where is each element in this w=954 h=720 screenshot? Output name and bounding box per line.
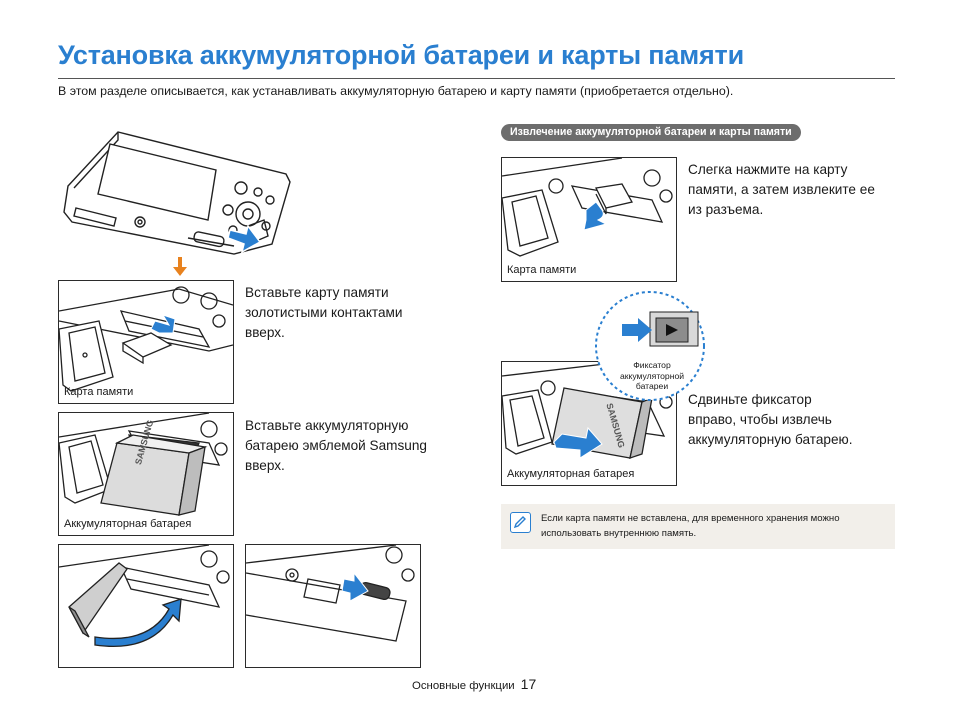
camera-overview-illustration — [58, 126, 298, 266]
page-footer: Основные функции 17 — [412, 676, 536, 692]
battery-lock-label: Фиксатор аккумуляторной батареи — [619, 360, 685, 391]
install-step2-text: Вставьте аккумуляторную батарею эмблемой… — [245, 418, 427, 473]
lock-arrow-icon — [341, 571, 369, 602]
insert-card-caption: Карта памяти — [64, 386, 134, 398]
blue-slide-arrow-icon — [227, 224, 262, 254]
remove-card-caption: Карта памяти — [507, 264, 577, 276]
orange-down-arrow-icon — [172, 257, 188, 277]
lock-slide-arrow-icon — [622, 318, 652, 342]
close-arrow-icon — [94, 598, 182, 648]
footer-section: Основные функции — [412, 680, 515, 692]
pencil-note-icon — [510, 512, 531, 533]
removal-section-heading: Извлечение аккумуляторной батареи и карт… — [501, 124, 801, 141]
install-step1-text: Вставьте карту памяти золотистыми контак… — [245, 285, 403, 340]
remove-step2-text: Сдвиньте фиксатор вправо, чтобы извлечь … — [688, 392, 853, 447]
battery-lock-zoom-illustration — [594, 290, 706, 402]
insert-battery-caption: Аккумуляторная батарея — [64, 518, 192, 530]
note-text: Если карта памяти не вставлена, для врем… — [541, 513, 840, 539]
note-box: Если карта памяти не вставлена, для врем… — [501, 504, 895, 549]
page-number: 17 — [520, 676, 537, 692]
lock-cover-illustration — [245, 544, 421, 668]
remove-step1-text: Слегка нажмите на карту памяти, а затем … — [688, 162, 875, 217]
eject-card-arrow-icon — [583, 201, 608, 231]
insert-card-illustration: Карта памяти — [58, 280, 234, 404]
intro-text: В этом разделе описывается, как устанавл… — [58, 84, 734, 98]
eject-battery-arrow-icon — [553, 426, 603, 459]
title-divider — [58, 78, 895, 79]
close-cover-illustration — [58, 544, 234, 668]
insert-battery-illustration: SAMSUNG Аккумуляторная батарея — [58, 412, 234, 536]
page-title: Установка аккумуляторной батареи и карты… — [58, 40, 744, 70]
remove-battery-caption: Аккумуляторная батарея — [507, 468, 635, 480]
insert-arrow-icon — [150, 314, 176, 334]
remove-card-illustration: Карта памяти — [501, 157, 677, 282]
